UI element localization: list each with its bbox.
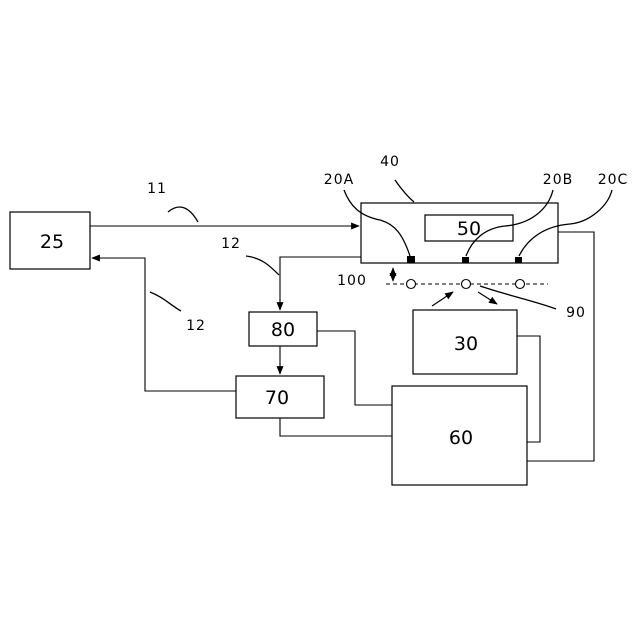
block-70-label: 70 bbox=[265, 387, 289, 409]
sensor-20b bbox=[462, 257, 469, 263]
arrow-node-to-30 bbox=[478, 292, 497, 304]
ref-20a-label: 20A bbox=[324, 172, 354, 188]
ref-12-lower-label: 12 bbox=[186, 318, 206, 334]
block-25-label: 25 bbox=[40, 231, 64, 253]
line-70-to-60 bbox=[280, 418, 392, 436]
leader-12-upper bbox=[246, 256, 279, 275]
line-80-to-60 bbox=[317, 331, 392, 405]
leader-40 bbox=[395, 180, 414, 202]
leader-90 bbox=[480, 286, 556, 309]
leader-11 bbox=[168, 207, 198, 222]
leader-12-lower bbox=[150, 292, 181, 311]
ref-90-label: 90 bbox=[566, 305, 586, 321]
ref-100-label: 100 bbox=[337, 273, 367, 289]
block-80-label: 80 bbox=[271, 319, 295, 341]
ref-11-label: 11 bbox=[147, 181, 167, 197]
block-50-label: 50 bbox=[457, 218, 481, 240]
ref-20c-label: 20C bbox=[598, 172, 629, 188]
node-left bbox=[407, 280, 416, 289]
node-right bbox=[516, 280, 525, 289]
block-30-label: 30 bbox=[454, 333, 478, 355]
ref-20b-label: 20B bbox=[543, 172, 573, 188]
line-40-to-60 bbox=[527, 232, 594, 461]
ref-40-label: 40 bbox=[380, 154, 400, 170]
line-12-70-to-25 bbox=[92, 258, 236, 391]
arrow-30-to-node bbox=[432, 292, 453, 306]
sensor-20c bbox=[515, 257, 522, 263]
ref-12-upper-label: 12 bbox=[221, 236, 241, 252]
block-60-label: 60 bbox=[449, 427, 473, 449]
sensor-20a bbox=[407, 256, 415, 263]
node-center bbox=[462, 280, 471, 289]
